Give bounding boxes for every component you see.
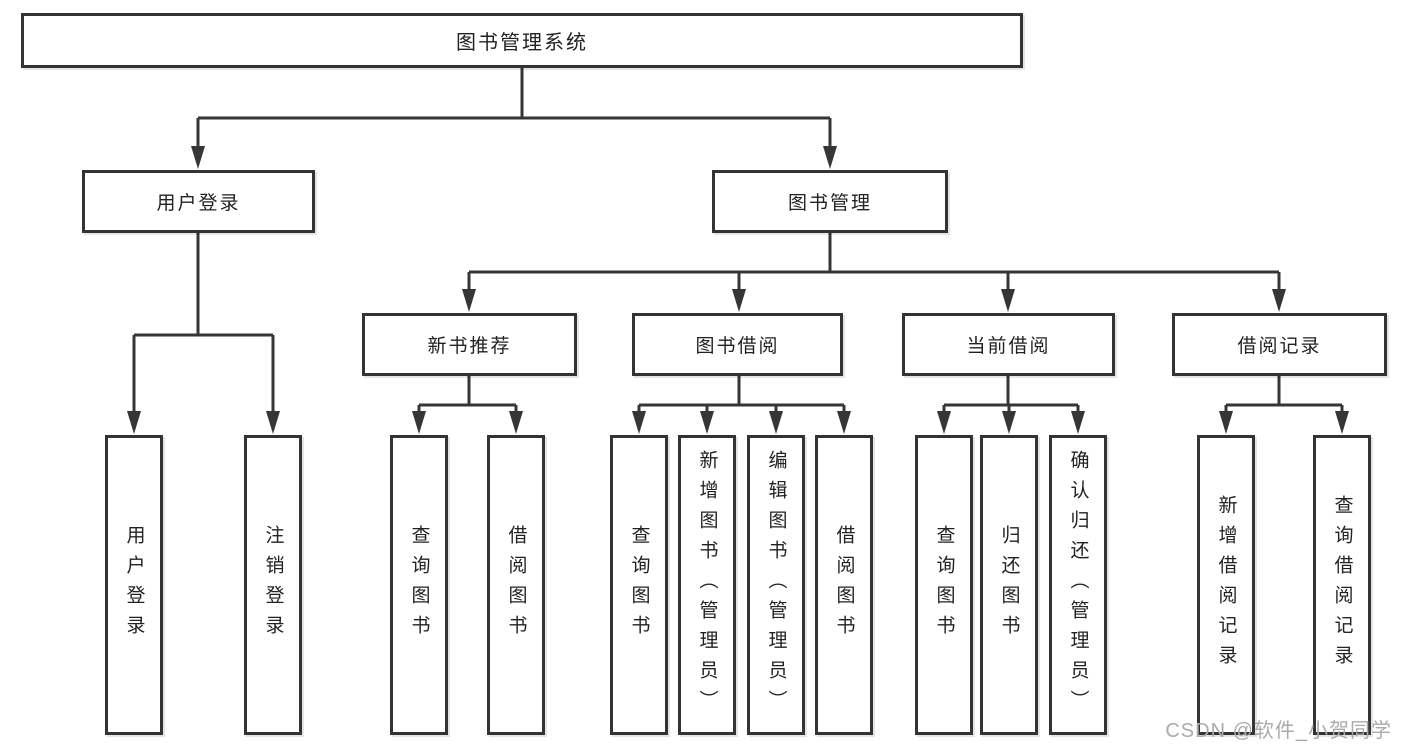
watermark: CSDN @软件_小贺同学 — [1165, 720, 1392, 742]
leaf-label: 查询图书 — [408, 525, 430, 645]
node-user-login: 用户登录 — [82, 170, 315, 233]
leaf-label: 注销登录 — [262, 525, 284, 645]
leaf-label: 用户登录 — [123, 525, 145, 645]
node-new-book-recommendation: 新书推荐 — [362, 313, 577, 376]
leaf-user-login: 用户登录 — [105, 435, 163, 735]
node-label: 图书管理 — [787, 193, 872, 214]
node-label: 图书借阅 — [695, 336, 780, 357]
leaf-add-borrow-record: 新增借阅记录 — [1197, 435, 1255, 735]
leaf-borrow-books-borrow: 借阅图书 — [815, 435, 873, 735]
leaf-label: 借阅图书 — [833, 525, 855, 645]
leaf-add-book-admin: 新增图书（管理员） — [678, 435, 736, 735]
leaf-confirm-return-admin: 确认归还（管理员） — [1049, 435, 1107, 735]
leaf-logout: 注销登录 — [244, 435, 302, 735]
node-book-management: 图书管理 — [712, 170, 948, 233]
node-label: 图书管理系统 — [456, 32, 588, 54]
leaf-return-book: 归还图书 — [980, 435, 1038, 735]
leaf-label: 归还图书 — [998, 525, 1020, 645]
node-current-borrowing: 当前借阅 — [902, 313, 1115, 376]
leaf-label: 借阅图书 — [505, 525, 527, 645]
leaf-label: 查询借阅记录 — [1331, 495, 1353, 675]
leaf-borrow-books-newbooks: 借阅图书 — [487, 435, 545, 735]
node-label: 新书推荐 — [427, 336, 512, 357]
leaf-query-borrow-record: 查询借阅记录 — [1313, 435, 1371, 735]
leaf-query-books-borrow: 查询图书 — [610, 435, 668, 735]
node-label: 借阅记录 — [1237, 336, 1322, 357]
leaf-label: 新增图书（管理员） — [696, 450, 718, 720]
leaf-edit-book-admin: 编辑图书（管理员） — [747, 435, 805, 735]
node-label: 当前借阅 — [966, 336, 1051, 357]
leaf-label: 确认归还（管理员） — [1067, 450, 1089, 720]
node-borrowing-records: 借阅记录 — [1172, 313, 1387, 376]
leaf-label: 编辑图书（管理员） — [765, 450, 787, 720]
leaf-label: 查询图书 — [933, 525, 955, 645]
node-label: 用户登录 — [156, 193, 241, 214]
leaf-label: 新增借阅记录 — [1215, 495, 1237, 675]
leaf-query-books-current: 查询图书 — [915, 435, 973, 735]
leaf-label: 查询图书 — [628, 525, 650, 645]
node-library-management-system: 图书管理系统 — [21, 13, 1023, 68]
leaf-query-books-newbooks: 查询图书 — [390, 435, 448, 735]
node-book-borrowing: 图书借阅 — [632, 313, 843, 376]
